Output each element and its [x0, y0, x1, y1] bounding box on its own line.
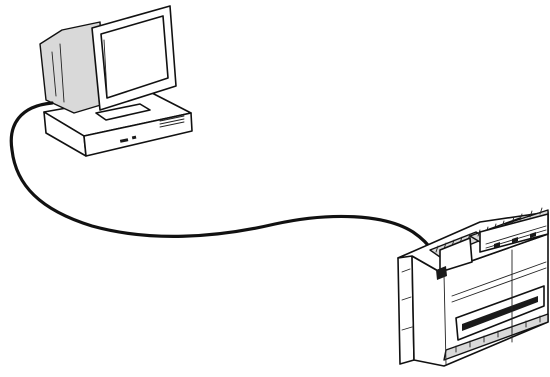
desktop-computer-icon	[39, 5, 193, 157]
connection-cable	[9, 101, 442, 274]
controller-module-right	[479, 213, 549, 253]
computer-base-side	[83, 112, 193, 157]
controller-display	[462, 296, 538, 331]
din-rail-controller-icon	[397, 207, 549, 367]
monitor-stand	[95, 103, 151, 121]
controller-terminals-bottom	[443, 313, 549, 361]
controller-module-left	[439, 237, 473, 273]
monitor-screen	[100, 15, 169, 99]
